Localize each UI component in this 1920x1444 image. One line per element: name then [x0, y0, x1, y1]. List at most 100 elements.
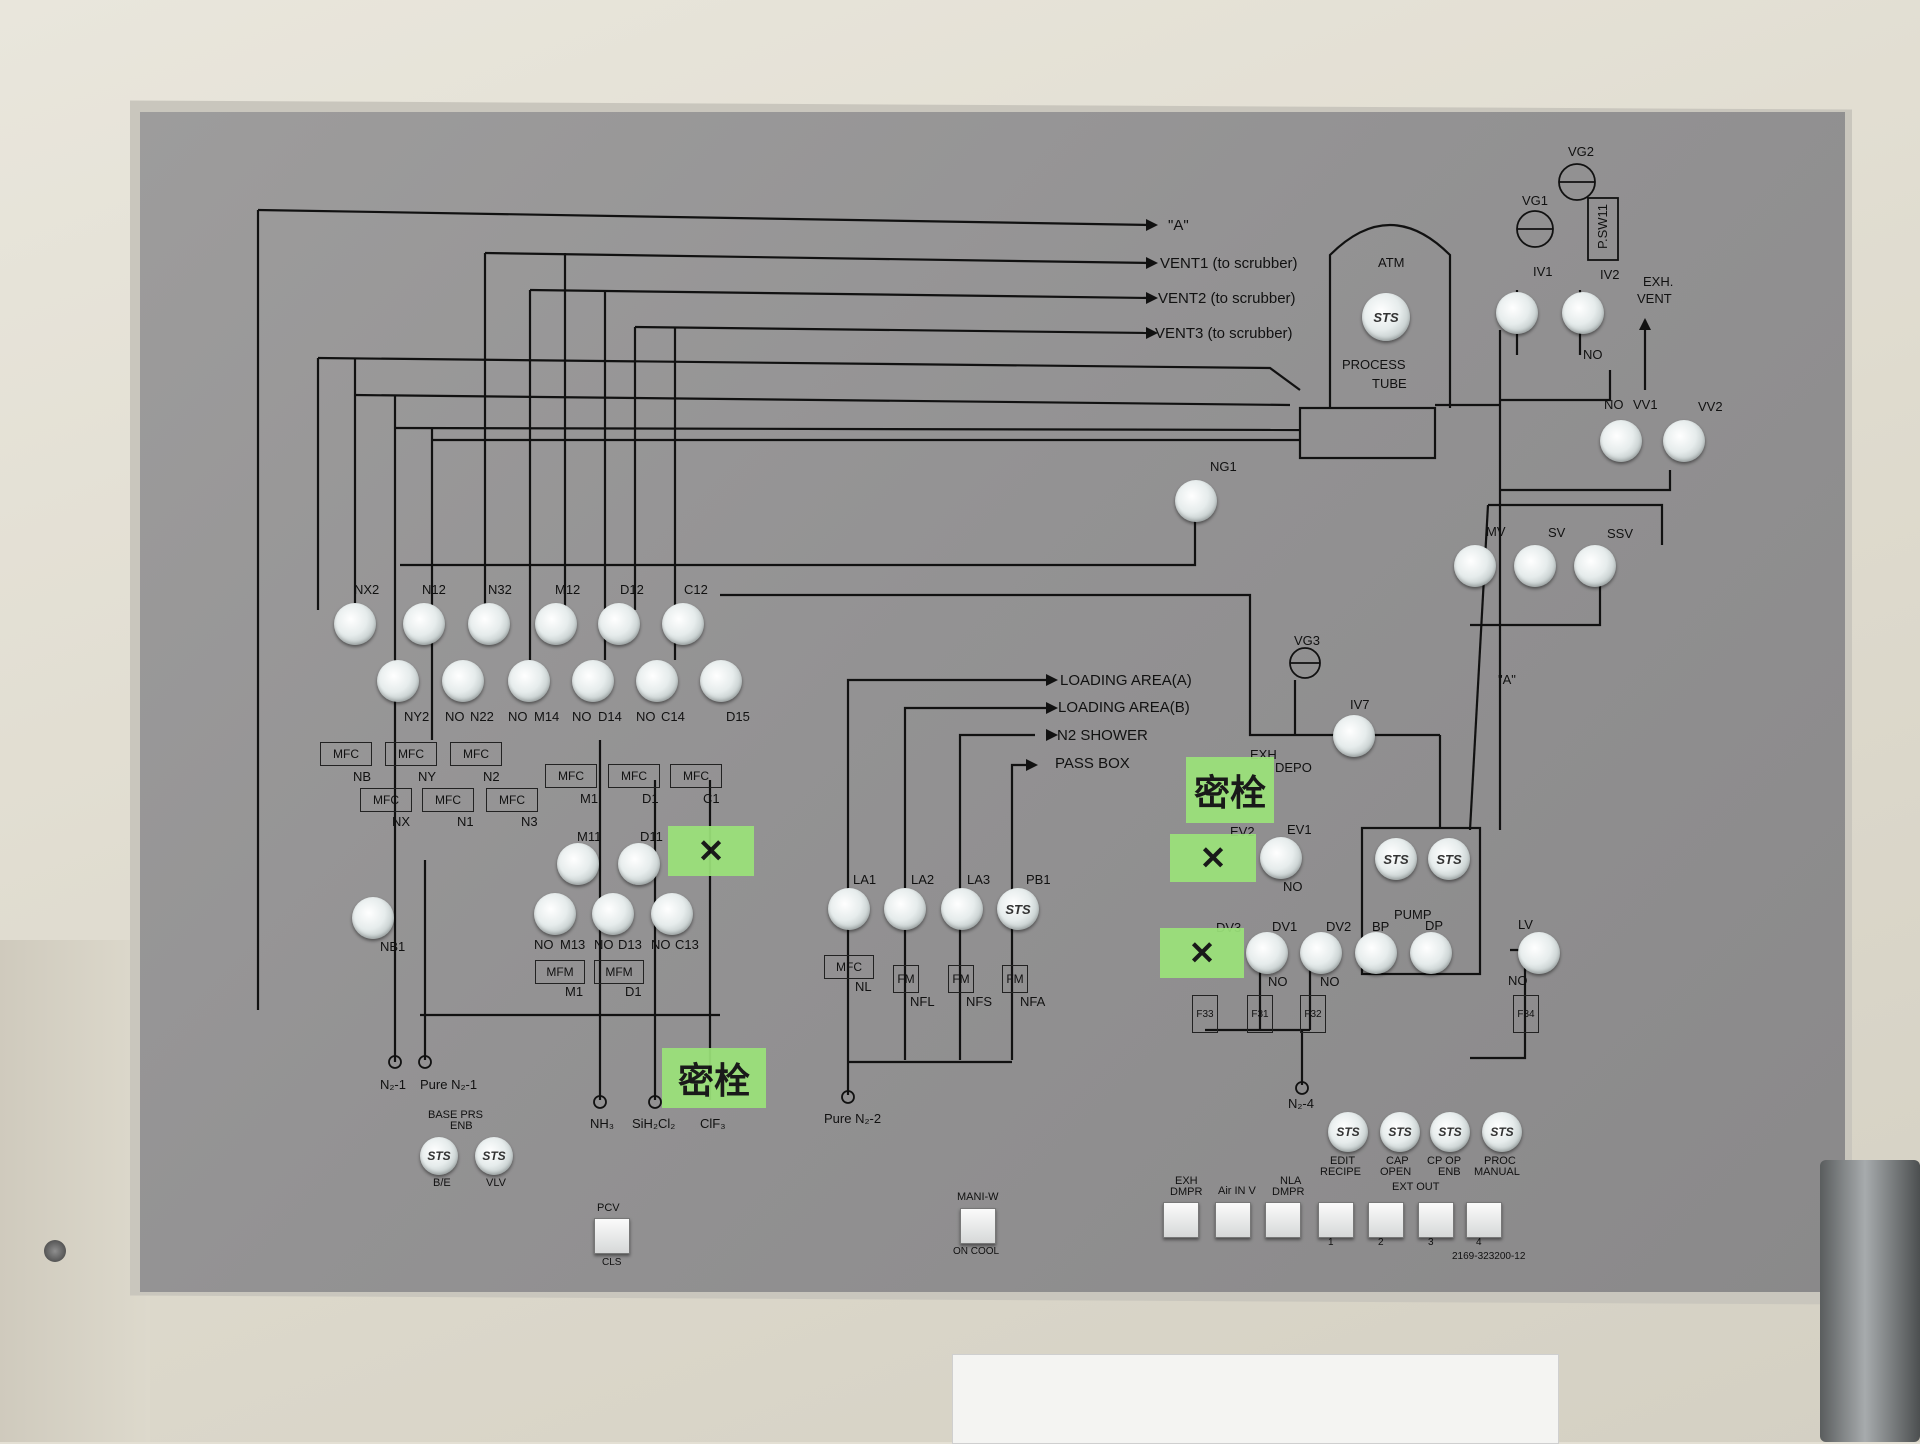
label-ext2: 2 — [1378, 1237, 1384, 1248]
d14-valve-button[interactable] — [572, 660, 614, 702]
be-sts-button[interactable]: STS — [420, 1137, 458, 1175]
cap-open-sts-button[interactable]: STS — [1380, 1112, 1420, 1152]
m14-valve-button[interactable] — [508, 660, 550, 702]
n32-valve-button[interactable] — [468, 603, 510, 645]
exh-dmpr-switch[interactable] — [1163, 1202, 1199, 1238]
d11-valve-button[interactable] — [618, 843, 660, 885]
dp-valve-button[interactable] — [1410, 932, 1452, 974]
pb1-sts-button[interactable]: STS — [997, 888, 1039, 930]
ext-out-2-switch[interactable] — [1368, 1202, 1404, 1238]
label-m1: M1 — [580, 791, 599, 806]
d15-valve-button[interactable] — [700, 660, 742, 702]
c14-valve-button[interactable] — [636, 660, 678, 702]
label-vlv: VLV — [486, 1177, 506, 1189]
la3-valve-button[interactable] — [941, 888, 983, 930]
lv-valve-button[interactable] — [1518, 932, 1560, 974]
mv-valve-button[interactable] — [1454, 545, 1496, 587]
label-n12: N12 — [422, 582, 446, 597]
label-d15: D15 — [726, 709, 750, 724]
atm-sts-button[interactable]: STS — [1362, 293, 1410, 341]
ext-out-4-switch[interactable] — [1466, 1202, 1502, 1238]
label-mani-w: MANI-W — [957, 1191, 999, 1203]
label-process: PROCESS — [1342, 357, 1406, 372]
nb1-valve-button[interactable] — [352, 897, 394, 939]
label-c1: C1 — [703, 791, 720, 806]
pump-sts-2-button[interactable]: STS — [1428, 838, 1470, 880]
ssv-valve-button[interactable] — [1574, 545, 1616, 587]
ext-out-3-switch[interactable] — [1418, 1202, 1454, 1238]
c13-valve-button[interactable] — [651, 893, 693, 935]
iv7-valve-button[interactable] — [1333, 715, 1375, 757]
label-atm: ATM — [1378, 255, 1405, 270]
la1-valve-button[interactable] — [828, 888, 870, 930]
label-d12: D12 — [620, 582, 644, 597]
mani-w-switch[interactable] — [960, 1208, 996, 1244]
dv3-blocked-tape: ✕ — [1160, 928, 1244, 978]
pump-sts-1-button[interactable]: STS — [1375, 838, 1417, 880]
c12-valve-button[interactable] — [662, 603, 704, 645]
m12-valve-button[interactable] — [535, 603, 577, 645]
label-no-3: NO — [572, 709, 592, 724]
nx2-valve-button[interactable] — [334, 603, 376, 645]
vv1-valve-button[interactable] — [1600, 420, 1642, 462]
vent2-line — [529, 288, 1151, 300]
label-cp-op: CP OP — [1427, 1155, 1462, 1167]
label-enb2: ENB — [1438, 1166, 1461, 1178]
label-nfl: NFL — [910, 994, 935, 1009]
label-vg3: VG3 — [1294, 633, 1321, 648]
ny2-valve-button[interactable] — [377, 660, 419, 702]
label-vv1: VV1 — [1633, 397, 1658, 412]
vlv-sts-button[interactable]: STS — [475, 1137, 513, 1175]
nla-dmpr-switch[interactable] — [1265, 1202, 1301, 1238]
air-in-v-switch[interactable] — [1215, 1202, 1251, 1238]
label-open: OPEN — [1380, 1166, 1412, 1178]
n12-valve-button[interactable] — [403, 603, 445, 645]
door-latch[interactable] — [1820, 1160, 1920, 1442]
ext-out-1-switch[interactable] — [1318, 1202, 1354, 1238]
filter-f34-box: F34 — [1513, 995, 1539, 1033]
vv2-valve-button[interactable] — [1663, 420, 1705, 462]
proc-manual-sts-button[interactable]: STS — [1482, 1112, 1522, 1152]
pcv-switch[interactable] — [594, 1218, 630, 1254]
edit-recipe-sts-button[interactable]: STS — [1328, 1112, 1368, 1152]
fm-nfa-box: FM — [1002, 965, 1028, 993]
label-d1: D1 — [642, 791, 659, 806]
ev1-valve-button[interactable] — [1260, 837, 1302, 879]
label-exh-dmpr2: DMPR — [1170, 1186, 1203, 1198]
label-n2: N2 — [483, 769, 500, 784]
cp-op-enb-sts-button[interactable]: STS — [1430, 1112, 1470, 1152]
bp-valve-button[interactable] — [1355, 932, 1397, 974]
mfm-m1-box: MFM — [535, 960, 585, 984]
label-no-1: NO — [445, 709, 465, 724]
label-dv1: DV1 — [1272, 919, 1298, 934]
label-iv2: IV2 — [1600, 267, 1620, 282]
ng1-valve-button[interactable] — [1175, 480, 1217, 522]
fm-nfs-box: FM — [948, 965, 974, 993]
label-vv2: VV2 — [1698, 399, 1723, 414]
sv-valve-button[interactable] — [1514, 545, 1556, 587]
iv2-valve-button[interactable] — [1562, 292, 1604, 334]
dv2-valve-button[interactable] — [1300, 932, 1342, 974]
label-nb: NB — [353, 769, 372, 784]
label-a-right: "A" — [1498, 672, 1516, 687]
la2-valve-button[interactable] — [884, 888, 926, 930]
dv1-valve-button[interactable] — [1246, 932, 1288, 974]
label-cap: CAP — [1386, 1155, 1409, 1167]
label-n32: N32 — [488, 582, 512, 597]
iv1-valve-button[interactable] — [1496, 292, 1538, 334]
d13-valve-button[interactable] — [592, 893, 634, 935]
vent1-line — [484, 251, 1151, 265]
screw-icon — [44, 1240, 66, 1262]
m11-valve-button[interactable] — [557, 843, 599, 885]
label-nfs: NFS — [966, 994, 992, 1009]
label-d14: D14 — [598, 709, 622, 724]
label-exh: EXH. — [1643, 274, 1674, 289]
label-sih2cl2: SiH₂Cl₂ — [632, 1116, 676, 1131]
n22-valve-button[interactable] — [442, 660, 484, 702]
label-no-4: NO — [636, 709, 656, 724]
label-bp: BP — [1372, 919, 1390, 934]
m13-valve-button[interactable] — [534, 893, 576, 935]
vent3-line — [634, 325, 1151, 335]
mfc-nl-box: MFC — [824, 955, 874, 979]
d12-valve-button[interactable] — [598, 603, 640, 645]
